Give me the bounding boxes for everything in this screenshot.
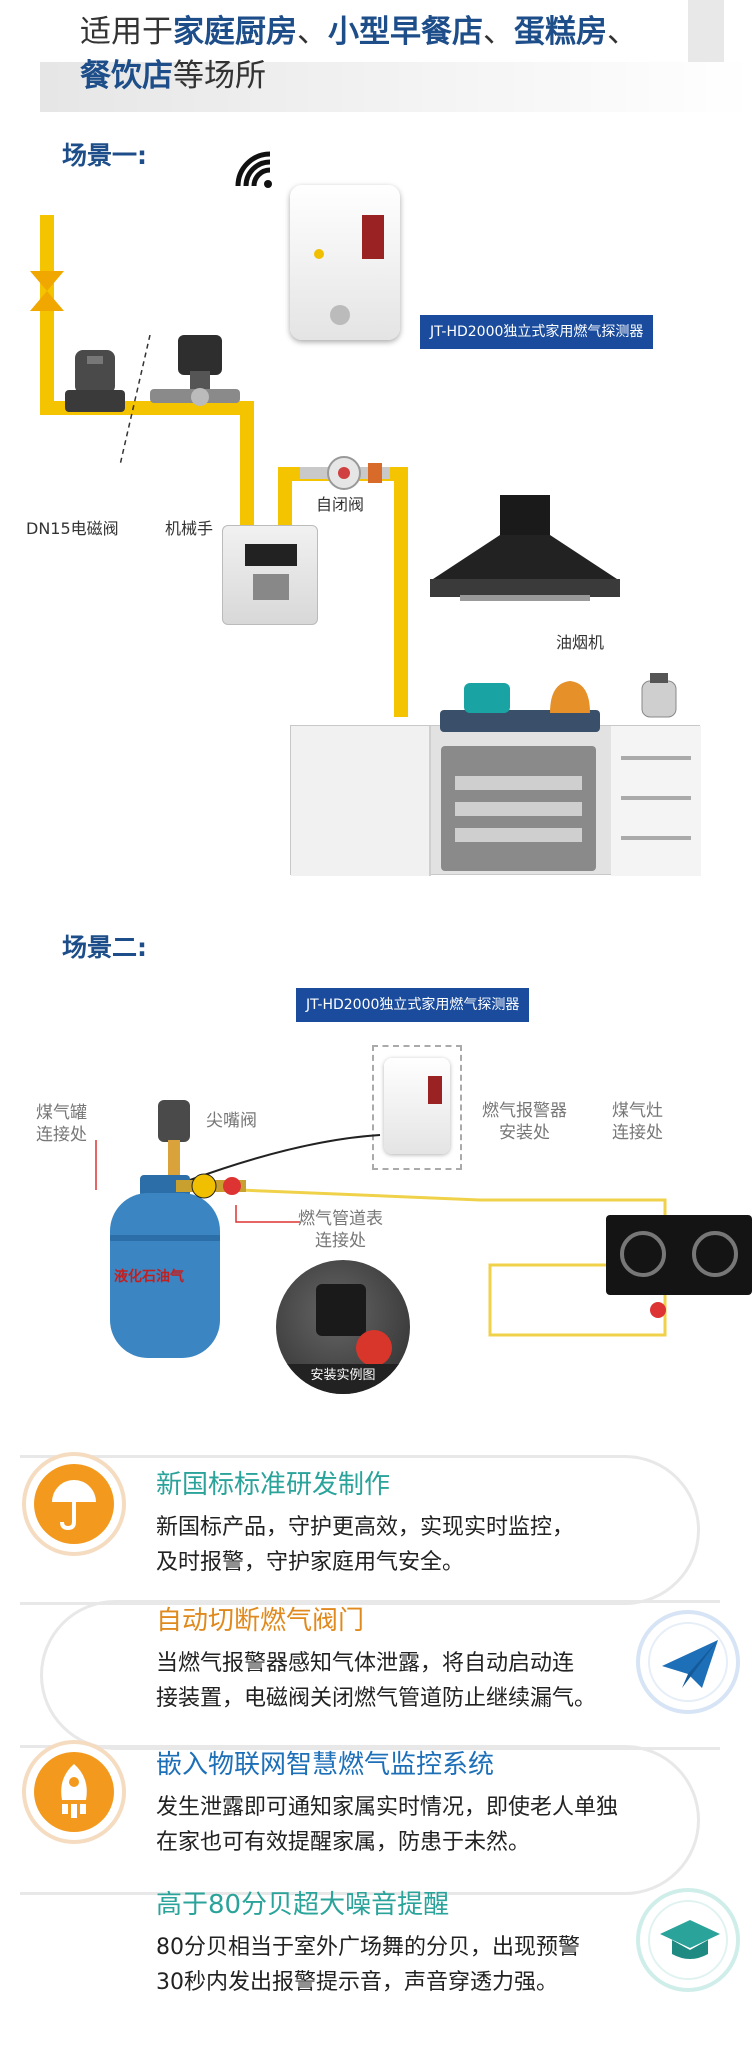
connection-lines [95, 1134, 667, 1337]
feature-2-title: 自动切断燃气阀门 [156, 1606, 365, 1636]
gas-detector-device-2 [384, 1058, 450, 1154]
install-photo: 安装实例图 [276, 1260, 410, 1394]
feature-1-title: 新国标标准研发制作 [156, 1470, 391, 1500]
detector-display [362, 215, 384, 259]
title-sep: 、 [607, 14, 638, 50]
wifi-icon [235, 151, 272, 188]
feature-2-desc-2: 接装置，电磁阀关闭燃气管道防止继续漏气。 [156, 1686, 597, 1711]
drawers [611, 726, 701, 876]
dashed-divider [119, 335, 151, 465]
title-place-1: 家庭厨房 [173, 14, 297, 50]
scene-1-title: 场景一: [62, 141, 147, 170]
title-sep: 、 [297, 14, 328, 50]
pipe-down-to-meter [240, 401, 254, 531]
title-place-3: 蛋糕房 [514, 14, 607, 50]
label-range-hood: 油烟机 [556, 633, 605, 652]
title-sep: 、 [483, 14, 514, 50]
solenoid-valve-icon [65, 350, 125, 412]
meter-display [245, 544, 297, 566]
label-solenoid: DN15电磁阀 [26, 519, 119, 538]
detector-led [314, 249, 324, 259]
detector-speaker [330, 305, 350, 325]
umbrella-icon [52, 1480, 96, 1530]
ball-valve-icon [30, 271, 64, 311]
feature-4-icon-ring [636, 1888, 740, 1992]
label-tank-connection: 煤气罐 连接处 [36, 1103, 87, 1145]
install-photo-caption: 安装实例图 [276, 1364, 410, 1394]
manipulator-icon [150, 335, 240, 406]
alarm-install-box [372, 1045, 462, 1170]
burner-right [692, 1231, 738, 1277]
feature-3-desc-2: 在家也可有效提醒家属，防患于未然。 [156, 1830, 531, 1855]
title-prefix: 适用于 [80, 14, 173, 50]
scene-2-diagram: 燃气报警器 安装处 煤气灶 连接处 煤气罐 连接处 尖嘴阀 燃气管道表 连接处 … [0, 1030, 752, 1394]
label-alarm: 燃气报警器 安装处 [482, 1101, 567, 1143]
feature-4-title: 高于80分贝超大噪音提醒 [156, 1890, 450, 1920]
feature-2-icon-ring [636, 1610, 740, 1714]
graduation-cap-icon [660, 1920, 720, 1959]
pipe-vertical-left [40, 215, 54, 415]
meter-panel [253, 574, 289, 600]
feature-arc-2 [40, 1600, 720, 1750]
self-closing-valve-icon [300, 456, 390, 490]
stove-top [440, 710, 600, 732]
title-place-2: 小型早餐店 [328, 14, 483, 50]
cabinet-door [291, 726, 431, 876]
kitchen-cabinet [290, 725, 701, 876]
feature-1-desc-2: 及时报警，守护家庭用气安全。 [156, 1550, 465, 1575]
feature-4-desc-1: 80分贝相当于室外广场舞的分贝，出现预警 [156, 1935, 580, 1960]
pots-icon [464, 681, 590, 713]
feature-4-desc-2: 30秒内发出报警提示音，声音穿透力强。 [156, 1970, 558, 1995]
oven [441, 746, 596, 871]
gas-stove [606, 1215, 752, 1295]
pipe-down-to-stove [394, 467, 408, 717]
label-nozzle-valve: 尖嘴阀 [206, 1111, 257, 1131]
scene-2-detector-tag: JT-HD2000独立式家用燃气探测器 [296, 988, 530, 1022]
regulator-icon [176, 1173, 246, 1199]
nozzle-valve-icon [158, 1100, 190, 1180]
feature-arc-3 [20, 1745, 700, 1895]
feature-1-icon-ring [22, 1452, 126, 1556]
range-hood-icon [430, 495, 620, 601]
scene-1-diagram: DN15电磁阀 机械手 JT-HD2000独立式家用燃气探测器 自闭阀 油烟机 [0, 151, 752, 876]
title-place-4: 餐饮店 [80, 58, 173, 94]
paper-plane-icon [662, 1640, 718, 1688]
label-stove: 煤气灶 连接处 [612, 1101, 663, 1143]
feature-3-desc-1: 发生泄露即可通知家属实时情况，即使老人单独 [156, 1795, 619, 1820]
feature-3-title: 嵌入物联网智慧燃气监控系统 [156, 1750, 495, 1780]
tank-label: 液化石油气 [114, 1269, 184, 1285]
rocket-icon [61, 1764, 87, 1818]
gas-meter [222, 525, 318, 625]
page-title: 适用于家庭厨房、小型早餐店、蛋糕房、餐饮店等场所 [80, 10, 700, 98]
feature-2-desc-1: 当燃气报警器感知气体泄露，将自动启动连 [156, 1651, 575, 1676]
label-self-closing: 自闭阀 [316, 495, 365, 514]
feature-arc-1 [20, 1455, 700, 1605]
feature-1-desc-1: 新国标产品，守护更高效，实现实时监控， [156, 1515, 575, 1540]
label-meter: 燃气管道表 连接处 [298, 1209, 383, 1251]
header-band [40, 62, 752, 112]
scene-2-title: 场景二: [62, 933, 147, 962]
rice-cooker-icon [641, 673, 677, 718]
gas-detector-device [290, 185, 400, 340]
feature-3-icon-ring [22, 1740, 126, 1844]
stove-connection-dot [650, 1302, 666, 1318]
label-manipulator: 机械手 [165, 519, 214, 538]
burner-left [620, 1231, 666, 1277]
scene-1-detector-tag: JT-HD2000独立式家用燃气探测器 [420, 315, 654, 349]
title-suffix: 等场所 [173, 58, 266, 94]
